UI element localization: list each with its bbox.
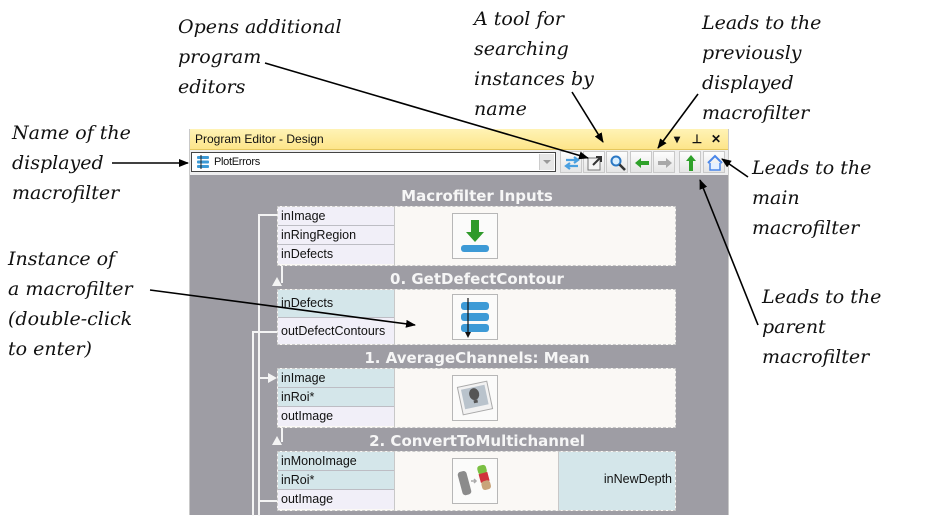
port-list: inImage inRoi* outImage [278, 369, 395, 427]
arrow-to-open-editor [264, 62, 589, 160]
arrow-right-icon [658, 158, 672, 168]
block-title: 1. AverageChannels: Mean [364, 349, 590, 367]
block-title: 2. ConvertToMultichannel [369, 432, 585, 450]
annotation-name-displayed: Name of the displayed macrofilter [12, 122, 131, 204]
port-list: inImage inRingRegion inDefects [278, 207, 395, 265]
port-list: inMonoImage inRoi* outImage [278, 452, 395, 510]
arrowhead-icon [272, 436, 282, 445]
arrowhead-icon [268, 373, 277, 383]
macrofilter-name: PlotErrors [214, 156, 260, 168]
connection-wire [281, 263, 283, 283]
port-inImage[interactable]: inImage [278, 207, 394, 226]
port-label: inNewDepth [603, 472, 672, 486]
magnifier-icon [610, 155, 626, 171]
forward-button[interactable] [653, 151, 675, 173]
external-window-icon [587, 156, 602, 171]
port-list: inDefects outDefectContours [278, 290, 395, 344]
port-inImage[interactable]: inImage [278, 369, 394, 388]
pin-button[interactable]: ⊥ [691, 132, 703, 146]
port-outImage[interactable]: outImage [278, 490, 394, 509]
annotation-main-macrofilter: Leads to the main macrofilter [752, 157, 872, 239]
back-button[interactable] [630, 151, 652, 173]
arrow-to-instance [149, 289, 416, 328]
connection-wire [281, 424, 283, 442]
image-icon [452, 375, 498, 421]
connection-wire [258, 377, 272, 379]
arrow-to-home [721, 158, 749, 178]
arrow-left-icon [635, 158, 649, 168]
arrow-up-icon [686, 155, 696, 171]
title-bar: Program Editor - Design ▾ ⊥ ✕ [190, 129, 728, 150]
average-channels-instance[interactable]: inImage inRoi* outImage [277, 368, 676, 428]
arrowhead-icon [272, 277, 282, 286]
port-inDefects[interactable]: inDefects [278, 245, 394, 264]
arrow-to-back [657, 93, 699, 149]
connection-wire [252, 331, 277, 333]
port-inMonoImage[interactable]: inMonoImage [278, 452, 394, 471]
arrow-to-search [571, 91, 604, 143]
home-button[interactable] [703, 151, 725, 173]
arrow-to-parent [699, 179, 759, 326]
swap-arrows-icon [564, 156, 580, 170]
chevron-down-icon[interactable] [539, 154, 554, 170]
connection-wire [252, 331, 254, 516]
wire-arrowheads [268, 277, 282, 445]
parent-button[interactable] [679, 151, 701, 173]
connection-wire [258, 214, 260, 516]
convert-channels-icon [452, 458, 498, 504]
annotation-search-tool: A tool for searching instances by name [474, 8, 594, 120]
port-inRingRegion[interactable]: inRingRegion [278, 226, 394, 245]
port-inRoi[interactable]: inRoi* [278, 388, 394, 407]
program-canvas[interactable]: Macrofilter Inputs inImage inRingRegion … [190, 176, 728, 516]
window-title: Program Editor - Design [195, 132, 324, 146]
port-inNewDepth[interactable]: inNewDepth [558, 452, 675, 510]
block-title: 0. GetDefectContour [390, 270, 564, 288]
get-defect-contour-instance[interactable]: inDefects outDefectContours [277, 289, 676, 345]
window-menu-button[interactable]: ▾ [673, 132, 681, 146]
port-inDefects[interactable]: inDefects [278, 290, 394, 318]
switch-editors-button[interactable] [560, 151, 582, 173]
program-editor-window: Program Editor - Design ▾ ⊥ ✕ PlotErrors [189, 129, 729, 516]
connection-wire [258, 500, 277, 502]
port-outImage[interactable]: outImage [278, 407, 394, 426]
annotation-parent: Leads to the parent macrofilter [762, 286, 882, 368]
close-button[interactable]: ✕ [710, 132, 722, 146]
home-icon [707, 154, 723, 171]
port-inRoi[interactable]: inRoi* [278, 471, 394, 490]
block-title: Macrofilter Inputs [401, 187, 553, 205]
annotation-opens-editors: Opens additional program editors [178, 16, 342, 98]
macrofilter-selector[interactable]: PlotErrors [191, 152, 556, 172]
macrofilter-icon [197, 155, 209, 169]
search-button[interactable] [606, 151, 628, 173]
port-outDefectContours[interactable]: outDefectContours [278, 318, 394, 344]
annotation-previous: Leads to the previously displayed macrof… [702, 12, 822, 124]
toolbar: PlotErrors [190, 150, 728, 175]
convert-to-multichannel-instance[interactable]: inMonoImage inRoi* outImage [277, 451, 676, 511]
macrofilter-inputs-block[interactable]: inImage inRingRegion inDefects [277, 206, 676, 266]
download-icon [452, 213, 498, 259]
macrofilter-steps-icon [452, 294, 498, 340]
annotation-instance: Instance of a macrofilter (double-click … [8, 248, 133, 360]
connection-wire [258, 214, 277, 216]
